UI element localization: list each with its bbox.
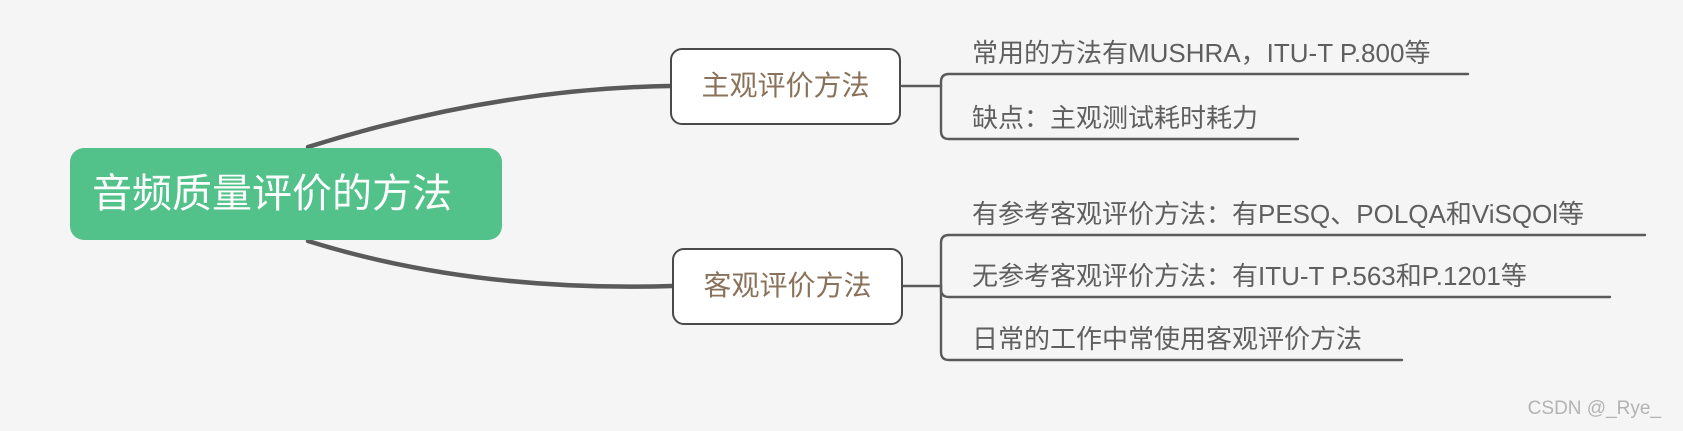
leaf-node-objective-1[interactable]: 有参考客观评价方法：有PESQ、POLQA和ViSQOl等 xyxy=(972,199,1585,229)
watermark: CSDN @_Rye_ xyxy=(1527,398,1661,419)
subjective-leaf-underline-1 xyxy=(939,72,1470,88)
objective-leaf-underline-1 xyxy=(939,233,1647,288)
leaf-node-subjective-2[interactable]: 缺点：主观测试耗时耗力 xyxy=(972,103,1259,133)
leaf-node-subjective-1[interactable]: 常用的方法有MUSHRA，ITU-T P.800等 xyxy=(972,38,1431,68)
subjective-leaf-underline-2 xyxy=(939,84,1300,141)
root-node-topic[interactable]: 音频质量评价的方法 xyxy=(70,148,502,240)
leaf-node-objective-2[interactable]: 无参考客观评价方法：有ITU-T P.563和P.1201等 xyxy=(972,261,1527,291)
branch-node-subjective[interactable]: 主观评价方法 xyxy=(670,48,901,125)
objective-leaf-underline-3 xyxy=(939,284,1404,362)
link-root-to-subjective xyxy=(305,83,673,150)
link-root-to-objective xyxy=(305,238,675,289)
branch-node-objective[interactable]: 客观评价方法 xyxy=(672,248,903,325)
leaf-node-objective-3[interactable]: 日常的工作中常使用客观评价方法 xyxy=(972,324,1363,354)
